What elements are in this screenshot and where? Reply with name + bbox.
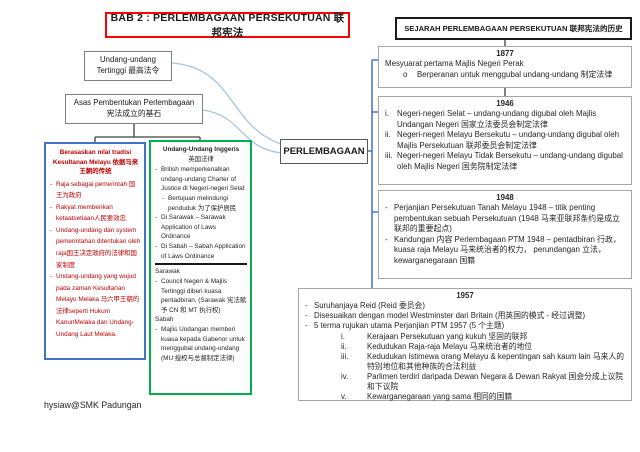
list-item: - Raja sebagai pemerintah 国王为政府: [50, 180, 136, 200]
list-item: - Council Negeri & Majlis Tertinggi dibe…: [155, 277, 247, 314]
english-law-title: Undang-Undang Inggeris: [162, 146, 240, 153]
list-subitem: v. Kewarganegaraan yang sama 相同的国籍: [341, 392, 513, 402]
list-item: - Rakyat memberikan ketaatsetiaan人民要效忠: [50, 203, 126, 223]
list-item: ii. Negeri-negeri Melayu Bersekutu – und…: [385, 130, 619, 150]
list-item: o Berperanan untuk menggubal undang-unda…: [403, 69, 613, 79]
perlembagaan-node: PERLEMBAGAAN: [280, 139, 368, 164]
year-1946-box: 1946 i. Negeri-negeri Selat – undang-und…: [378, 96, 632, 185]
list-item: iii. Negeri-negeri Melayu Tidak Bersekut…: [385, 151, 623, 171]
chapter-title: BAB 2 : PERLEMBAGAAN PERSEKUTUAN 联邦宪法: [110, 12, 345, 39]
english-law-subtitle: 英国法律: [188, 155, 214, 163]
year-heading: 1957: [456, 291, 474, 300]
author-watermark: hysiaw@SMK Padungan: [44, 400, 142, 410]
year-1877-line1: Mesyuarat pertama Majlis Negeri Perak: [385, 59, 524, 69]
foundation-box: Asas Pembentukan Perlembagaan 宪法成立的基石: [65, 94, 203, 124]
list-item: - 5 terma rujukan utama Perjanjian PTM 1…: [305, 321, 505, 331]
list-item: - Perjanjian Persekutuan Tanah Melayu 19…: [385, 203, 620, 234]
list-item: - Di Sabah – Sabah Application of Laws O…: [155, 243, 246, 260]
year-1948-box: 1948 - Perjanjian Persekutuan Tanah Mela…: [378, 190, 632, 279]
sabah-heading: Sabah: [155, 316, 174, 324]
chapter-title-box: BAB 2 : PERLEMBAGAAN PERSEKUTUAN 联邦宪法: [105, 12, 350, 39]
foundation-line1: Asas Pembentukan Perlembagaan: [73, 98, 195, 108]
supreme-law-label: Undang-undang Tertinggi 最高法令: [96, 55, 160, 75]
list-item: - Suruhanjaya Reid (Reid 委员会): [305, 301, 425, 311]
list-item: - Undang-undang yang wujud pada zaman Ke…: [50, 273, 140, 338]
english-law-box: Undang-Undang Inggeris 英国法律 - British me…: [149, 140, 252, 395]
list-item: - Kandungan 内容 Perlembagaan PTM 1948 – p…: [385, 234, 621, 265]
list-subitem: i. Kerajaan Persekutuan yang kukuh 坚固的联邦: [341, 331, 528, 341]
year-1957-box: 1957 - Suruhanjaya Reid (Reid 委员会) - Dis…: [298, 288, 632, 401]
history-title-box: SEJARAH PERLEMBAGAAN PERSEKUTUAN 联邦宪法的历史: [395, 17, 632, 40]
list-item: i. Negeri-negeri Selat – undang-undang d…: [385, 109, 597, 129]
sarawak-heading: Sarawak: [155, 268, 180, 276]
list-subitem: - Bertujuan melindungi penduduk 为了保护居民: [162, 195, 237, 212]
list-item: - Disesuaikan dengan model Westminster d…: [305, 311, 586, 321]
year-1877-box: 1877 Mesyuarat pertama Majlis Negeri Per…: [378, 46, 632, 88]
blue-bracket-connector: [368, 59, 378, 294]
tradition-box: Berasaskan nilai tradisi Kesultanan Mela…: [44, 142, 146, 360]
history-title: SEJARAH PERLEMBAGAAN PERSEKUTUAN 联邦宪法的历史: [404, 24, 623, 33]
year-heading: 1877: [496, 49, 514, 58]
foundation-line2: 宪法成立的基石: [106, 109, 162, 118]
year-heading: 1946: [496, 99, 514, 108]
supreme-law-box: Undang-undang Tertinggi 最高法令: [84, 51, 172, 81]
list-item: - Undang-undang dan system pemerintahan …: [50, 226, 141, 269]
year-heading: 1948: [496, 193, 514, 202]
list-subitem: iv. Parlimen terdiri daripada Dewan Nega…: [341, 372, 624, 392]
list-item: - Di Sarawak – Sarawak Application of La…: [155, 214, 226, 241]
list-item: - Majlis Undangan memberi kuasa kepada G…: [155, 325, 245, 362]
perlembagaan-label: PERLEMBAGAAN: [283, 146, 365, 157]
list-subitem: iii. Kedudukan istimewa orang Melayu & k…: [341, 351, 624, 371]
list-subitem: ii. Kedudukan Raja-raja Melayu 马来统治者的地位: [341, 341, 533, 351]
section-divider: [155, 263, 247, 266]
list-item: - British memperkenalkan undang-undang C…: [155, 166, 245, 193]
tradition-title: Berasaskan nilai tradisi Kesultanan Mela…: [52, 149, 139, 176]
